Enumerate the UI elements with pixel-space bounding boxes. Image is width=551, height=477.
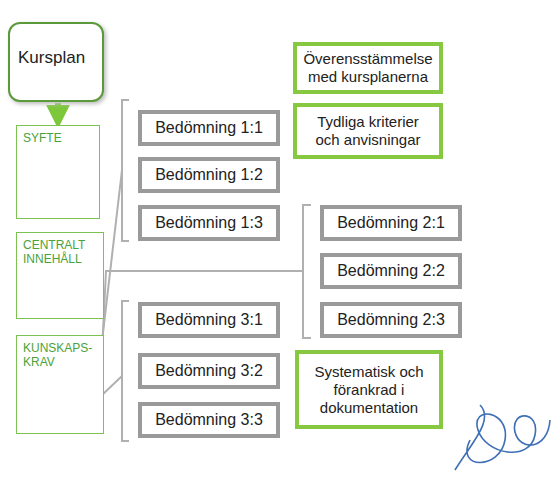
node-label: Bedömning 2:1 <box>337 214 445 232</box>
scribble <box>455 405 550 470</box>
node-label: Bedömning 2:3 <box>337 311 445 329</box>
callout-box: Tydliga kriterier och anvisningar <box>293 103 443 159</box>
node-label: Bedömning 3:1 <box>155 311 263 329</box>
arrow-connector <box>55 103 61 118</box>
assessment-box: Bedömning 3:3 <box>138 402 280 438</box>
assessment-box: Bedömning 1:1 <box>138 110 280 146</box>
node-label: KUNSKAPS- KRAV <box>23 342 99 370</box>
course-plan-box: Kursplan <box>8 22 104 102</box>
callout-box: Överensstämmelse med kursplanerna <box>293 42 443 94</box>
assessment-box: Bedömning 2:3 <box>320 302 462 338</box>
callout-box: Systematisk och förankrad i dokumentatio… <box>295 350 443 429</box>
assessment-box: Bedömning 1:2 <box>138 157 280 193</box>
leader-line <box>101 376 122 396</box>
section-box: KUNSKAPS- KRAV <box>16 335 104 434</box>
bracket <box>122 100 129 241</box>
node-label: SYFTE <box>23 132 62 146</box>
section-box: SYFTE <box>16 125 100 219</box>
node-label: Bedömning 3:2 <box>155 362 263 380</box>
node-label: CENTRALT INNEHÅLL <box>23 239 99 267</box>
node-label: Bedömning 3:3 <box>155 411 263 429</box>
node-label: Bedömning 2:2 <box>337 262 445 280</box>
assessment-box: Bedömning 3:1 <box>138 302 280 338</box>
bracket <box>303 205 311 338</box>
bracket <box>122 301 129 441</box>
node-label: Bedömning 1:2 <box>155 166 263 184</box>
node-label: Bedömning 1:3 <box>155 214 263 232</box>
node-label: Kursplan <box>18 48 85 68</box>
node-label: Tydliga kriterier och anvisningar <box>305 113 431 149</box>
node-label: Bedömning 1:1 <box>155 119 263 137</box>
assessment-box: Bedömning 2:2 <box>320 253 462 289</box>
assessment-box: Bedömning 1:3 <box>138 205 280 241</box>
assessment-box: Bedömning 3:2 <box>138 353 280 389</box>
assessment-box: Bedömning 2:1 <box>320 205 462 241</box>
node-label: Systematisk och förankrad i dokumentatio… <box>307 363 431 417</box>
node-label: Överensstämmelse med kursplanerna <box>303 50 432 86</box>
section-box: CENTRALT INNEHÅLL <box>16 232 104 319</box>
